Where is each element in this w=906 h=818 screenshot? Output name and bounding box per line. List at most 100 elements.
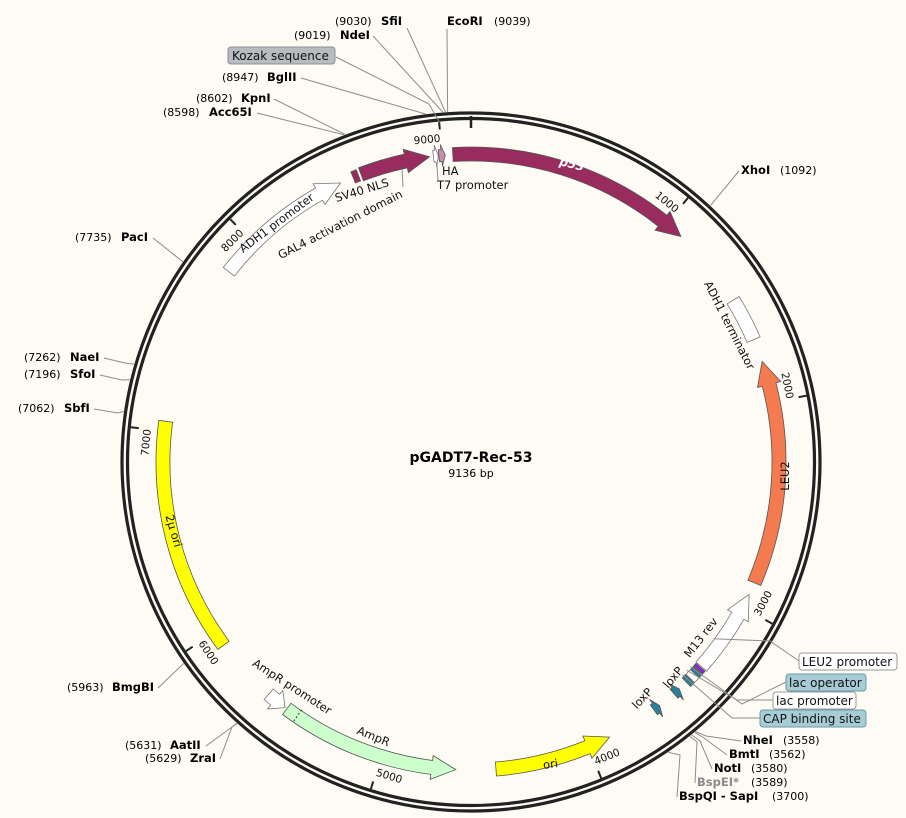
svg-text:(3580): (3580)	[751, 762, 788, 775]
backbone-outer	[120, 111, 822, 813]
enzyme-leader-line	[695, 731, 742, 742]
feature-leader-line	[335, 56, 441, 123]
svg-text:(3558): (3558)	[783, 734, 820, 747]
feature-leader-line	[690, 666, 787, 705]
callout-leu2-promoter[interactable]: LEU2 promoter	[798, 652, 898, 671]
feature-sv40-nls[interactable]	[350, 169, 362, 184]
feature-2-ori[interactable]	[155, 419, 230, 651]
svg-text:(7735): (7735)	[75, 231, 112, 244]
feature-ampr-promoter[interactable]	[263, 688, 286, 710]
tick-mark	[130, 426, 139, 430]
svg-text:NaeI: NaeI	[70, 350, 99, 364]
tick-label: 9000	[413, 133, 441, 147]
enzyme-leader-line	[406, 27, 446, 113]
enzyme-ndei[interactable]: (9019)NdeI	[294, 28, 370, 42]
feature-adh1-promoter[interactable]	[222, 182, 342, 277]
feature-label-t7: T7 promoter	[436, 178, 509, 192]
svg-text:(8602): (8602)	[196, 92, 233, 105]
enzyme-bmgbi[interactable]: (5963)BmgBI	[67, 680, 154, 694]
feature-label-ha: HA	[442, 164, 459, 178]
tick-mark	[597, 770, 603, 779]
tick-mark	[369, 781, 375, 790]
feature-loxp[interactable]	[668, 683, 684, 701]
svg-text:BmtI: BmtI	[729, 747, 760, 761]
feature-t7-promoter[interactable]	[432, 144, 439, 168]
enzyme-leader-line	[668, 751, 681, 798]
svg-text:(1092): (1092)	[780, 164, 817, 177]
enzyme-ecori[interactable]: EcoRI(9039)	[447, 14, 531, 28]
feature-ha[interactable]	[437, 144, 446, 167]
enzyme-bspei[interactable]: BspEI* (3589)	[697, 775, 788, 789]
tick-mark	[798, 394, 807, 399]
tick-label: 2000	[778, 371, 795, 400]
svg-text:(7196): (7196)	[24, 368, 61, 381]
svg-text:lac promoter: lac promoter	[776, 694, 853, 708]
enzyme-sbfi[interactable]: (7062)SbfI	[18, 401, 90, 415]
svg-text:BglII: BglII	[267, 70, 297, 84]
feature-leu2[interactable]	[747, 360, 787, 587]
feature-leader-line	[686, 669, 773, 701]
tick-mark	[682, 197, 689, 205]
svg-text:KpnI: KpnI	[241, 91, 271, 105]
features	[155, 144, 787, 781]
enzyme-sfoi[interactable]: (7196)SfoI	[24, 367, 95, 381]
enzyme-leader-line	[157, 663, 184, 689]
enzyme-bspqi-sapi[interactable]: BspQI - SapI(3700)	[679, 789, 809, 803]
tick-mark	[764, 619, 773, 625]
feature-leader-line	[436, 163, 439, 181]
enzyme-noti[interactable]: NotI (3580)	[714, 761, 788, 775]
svg-text:NheI: NheI	[743, 733, 773, 747]
tick-mark	[185, 645, 194, 652]
enzyme-leader-line	[273, 98, 346, 135]
enzyme-paci[interactable]: (7735)PacI	[75, 230, 148, 244]
enzyme-leader-line	[710, 170, 740, 206]
feature-lac-promoter[interactable]	[685, 669, 700, 684]
feature-ampr[interactable]	[282, 702, 457, 781]
feature-adh1-terminator[interactable]	[726, 296, 761, 343]
svg-text:(3589): (3589)	[751, 776, 788, 789]
callout-lac-operator[interactable]: lac operator	[785, 673, 867, 692]
leader-lines	[93, 27, 800, 798]
svg-text:BspEI*: BspEI*	[697, 775, 739, 789]
callout-lac-promoter[interactable]: lac promoter	[772, 691, 857, 710]
feature-label-p53: p53	[557, 154, 586, 174]
enzyme-sfii[interactable]: (9030)SfiI	[335, 14, 402, 28]
svg-text:(3562): (3562)	[769, 748, 806, 761]
feature-m13-rev[interactable]	[693, 662, 706, 675]
enzyme-leader-line	[446, 28, 449, 112]
svg-text:(7262): (7262)	[24, 351, 61, 364]
callout-kozak-sequence[interactable]: Kozak sequence	[227, 46, 336, 65]
svg-text:XhoI: XhoI	[741, 163, 770, 177]
tick-label: 7000	[139, 429, 154, 457]
enzyme-kpni[interactable]: (8602) KpnI	[196, 91, 271, 105]
enzyme-aatii[interactable]: (5631)AatII	[125, 738, 201, 752]
svg-text:NotI: NotI	[714, 761, 741, 775]
feature-leu2-promoter[interactable]	[695, 593, 750, 672]
callout-cap-binding-site[interactable]: CAP binding site	[759, 709, 867, 728]
svg-text:BmgBI: BmgBI	[112, 680, 154, 694]
feature-loxp[interactable]	[649, 699, 664, 718]
enzyme-nhei[interactable]: NheI (3558)	[743, 733, 820, 747]
enzyme-leader-line	[372, 35, 444, 113]
feature-ori[interactable]	[494, 735, 611, 777]
enzyme-leader-line	[219, 723, 238, 760]
enzyme-bglii[interactable]: (8947)BglII	[222, 70, 297, 84]
enzyme-xhoi[interactable]: XhoI (1092)	[741, 163, 817, 177]
svg-text:EcoRI: EcoRI	[447, 14, 483, 28]
tick-mark	[229, 218, 237, 226]
enzyme-leader-line	[689, 736, 698, 784]
enzyme-zrai[interactable]: (5629)ZraI	[145, 751, 216, 765]
enzyme-leader-line	[256, 112, 345, 136]
svg-text:SbfI: SbfI	[64, 401, 90, 415]
feature-p53[interactable]	[451, 146, 682, 238]
enzyme-naei[interactable]: (7262) NaeI	[24, 350, 99, 364]
enzyme-acc65i[interactable]: (8598)Acc65I	[163, 105, 252, 119]
enzyme-bmti[interactable]: BmtI (3562)	[729, 747, 806, 761]
feature-label-ori: ori	[542, 756, 559, 772]
enzyme-leader-line	[300, 77, 426, 115]
enzyme-leader-line	[93, 408, 124, 414]
feature-gal4-activation-domain[interactable]	[357, 148, 431, 182]
tick-mark	[438, 121, 441, 130]
